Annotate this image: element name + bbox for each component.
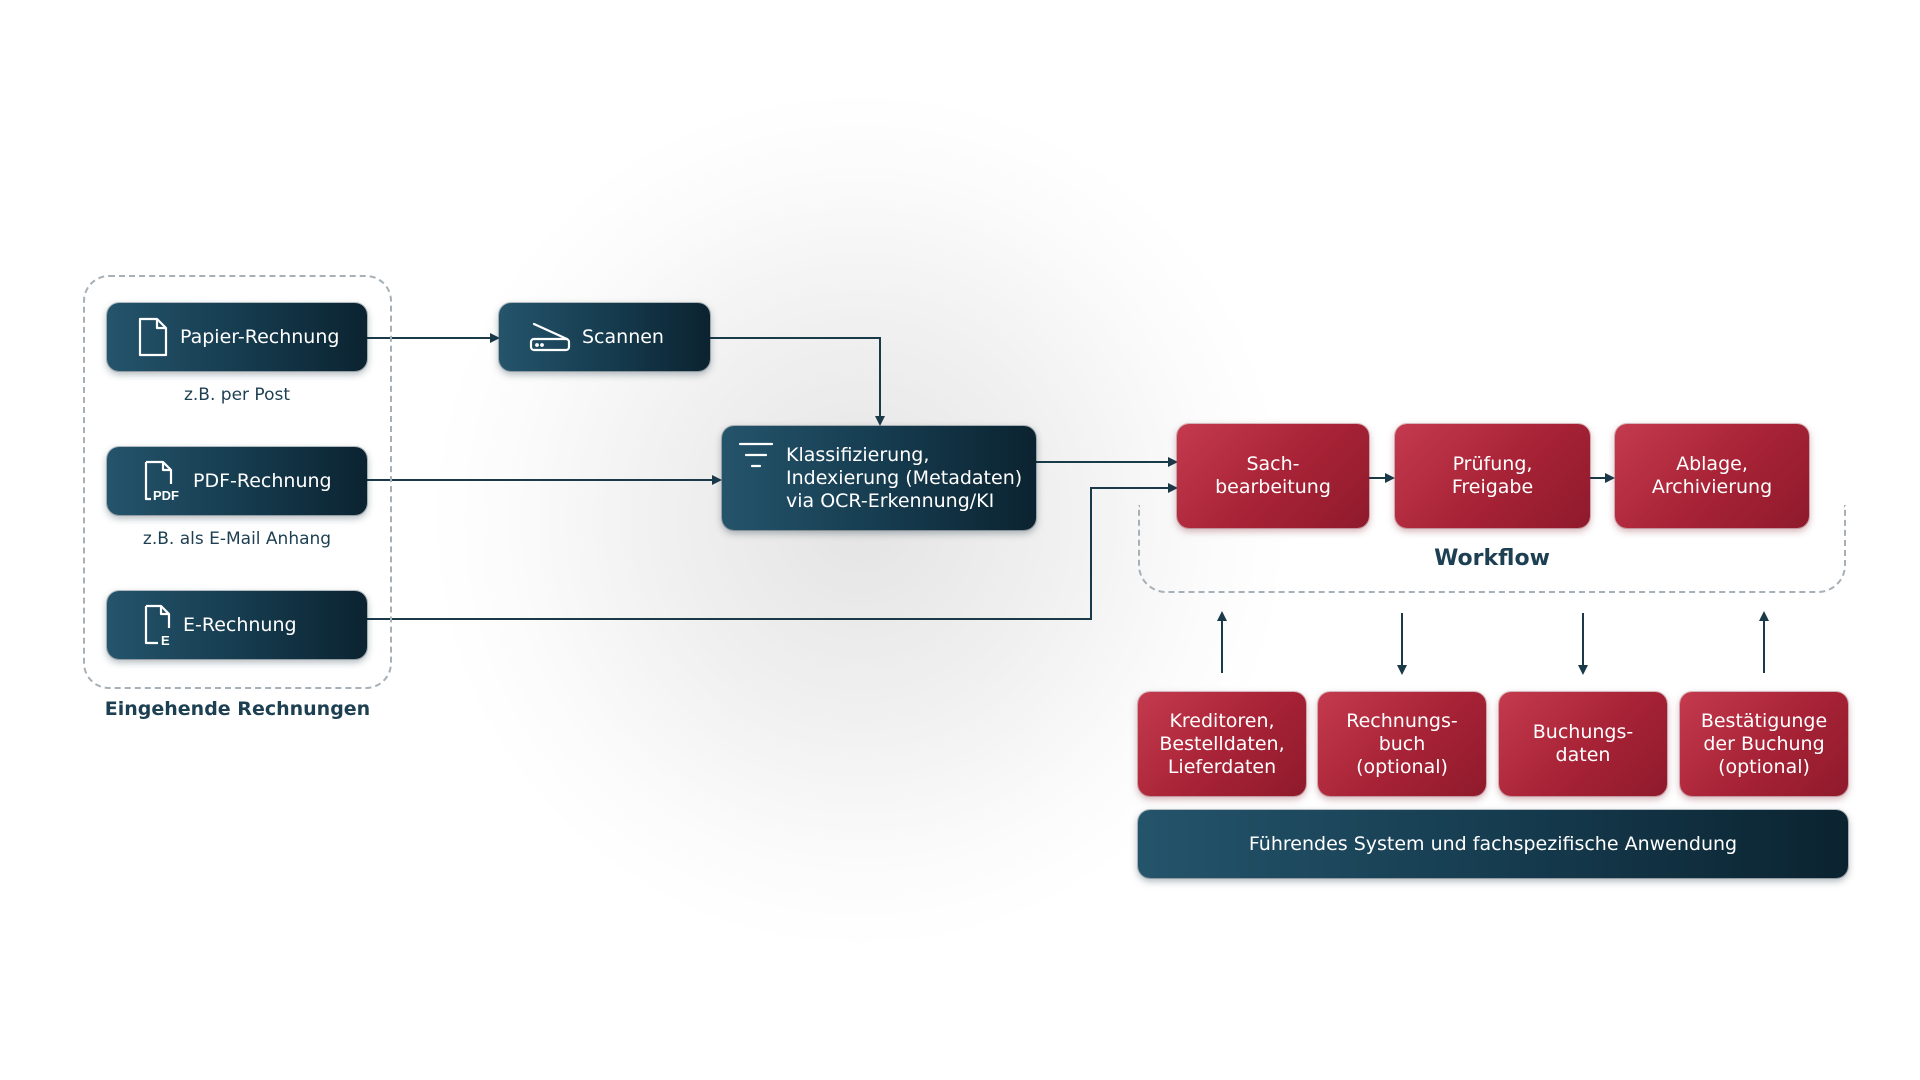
scan-label: Scannen [582,325,664,348]
leading-system-label: Führendes System und fachspezifische Anw… [1248,832,1738,855]
workflow-step-review: Prüfung, Freigabe [1395,424,1590,528]
scanner-icon [529,321,571,353]
workflow-title: Workflow [1434,546,1550,571]
svg-text:E: E [161,633,170,646]
workflow-step-archive: Ablage, Archivierung [1615,424,1809,528]
leading-system-bar: Führendes System und fachspezifische Anw… [1138,810,1848,878]
classification-label: Klassifizierung, Indexierung (Metadaten)… [786,443,1023,512]
document-icon [137,317,169,357]
classification-box: Klassifizierung, Indexierung (Metadaten)… [722,426,1036,530]
workflow-step-processing: Sach- bearbeitung [1177,424,1369,528]
workflow-frame [1138,505,1846,593]
arrow-scan-to-classify [710,337,885,426]
incoming-invoices-frame [83,275,392,689]
e-invoice-label: E-Rechnung [183,613,297,636]
paper-invoice-label: Papier-Rechnung [180,325,340,348]
data-source-booking-data: Buchungs- daten [1499,692,1667,796]
svg-text:PDF: PDF [153,488,179,502]
paper-invoice-box: Papier-Rechnung [107,303,367,371]
scan-box: Scannen [499,303,710,371]
pdf-invoice-box: PDF PDF-Rechnung [107,447,367,515]
data-source-creditors: Kreditoren, Bestelldaten, Lieferdaten [1138,692,1306,796]
pdf-file-icon: PDF [143,460,183,502]
data-source-booking-confirmation: Bestätigunge der Buchung (optional) [1680,692,1848,796]
data-source-invoice-book: Rechnungs- buch (optional) [1318,692,1486,796]
e-file-icon: E [143,604,175,646]
incoming-invoices-title: Eingehende Rechnungen [104,698,371,720]
pdf-invoice-label: PDF-Rechnung [193,469,332,492]
filter-icon [738,440,774,474]
e-invoice-box: E E-Rechnung [107,591,367,659]
paper-invoice-caption: z.B. per Post [183,385,290,405]
pdf-invoice-caption: z.B. als E-Mail Anhang [142,529,332,549]
